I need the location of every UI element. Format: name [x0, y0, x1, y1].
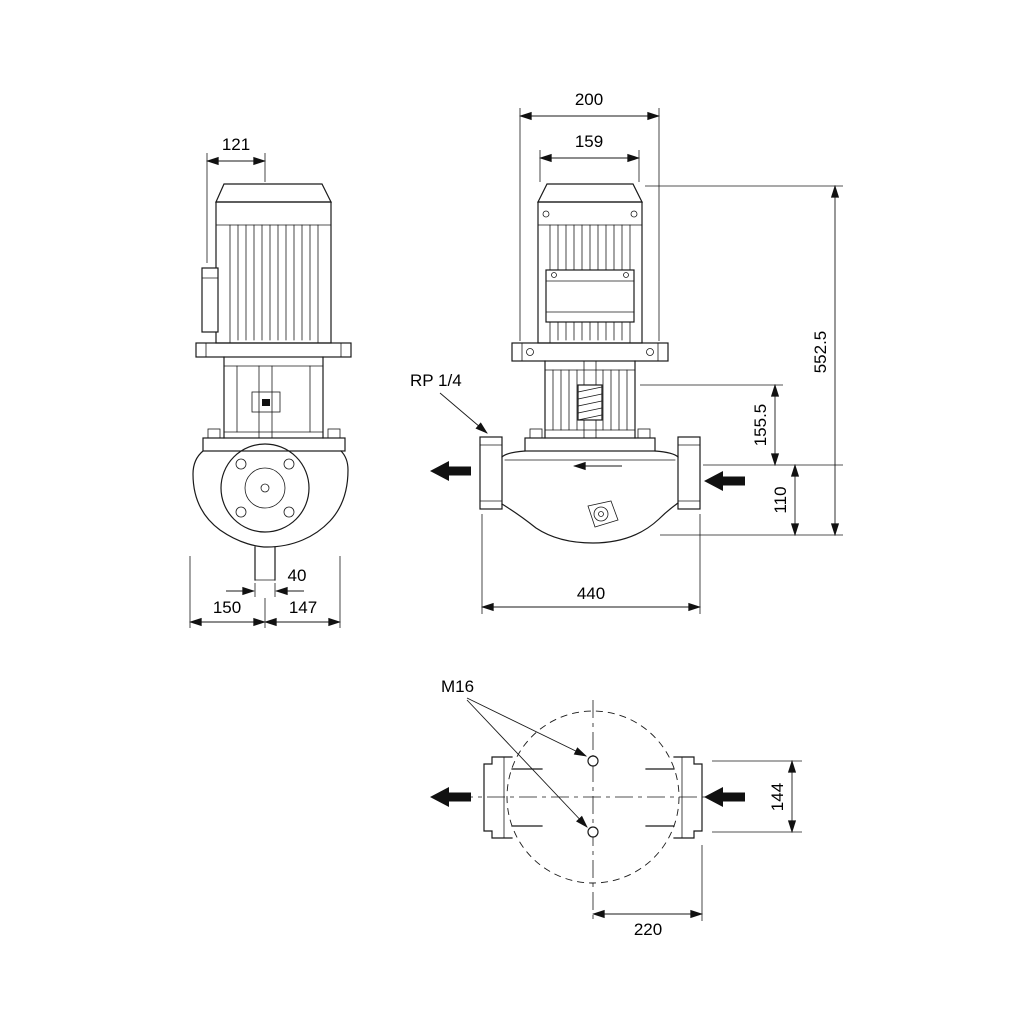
front-view: 200 159 [410, 90, 843, 614]
flow-arrow-right-icon [704, 471, 745, 491]
front-volute [479, 436, 701, 544]
flow-arrow-right-icon [704, 787, 745, 807]
dim-121-label: 121 [222, 135, 250, 154]
left-port-flange [479, 436, 503, 510]
dim-144-label: 144 [768, 783, 787, 811]
drain-plug [587, 500, 619, 528]
coupling [577, 384, 603, 421]
side-motor-flange [195, 342, 352, 358]
plan-dim-144: 144 [712, 759, 802, 834]
front-pump-plate [524, 428, 656, 452]
front-lantern [544, 360, 636, 439]
side-lantern [223, 356, 324, 439]
volute-outline-dashed [506, 710, 680, 884]
side-dim-121: 121 [205, 135, 267, 263]
dim-147-label: 147 [289, 598, 317, 617]
plan-view: M16 144 220 [430, 677, 802, 939]
side-view: 121 [188, 135, 352, 628]
dim-159-label: 159 [575, 132, 603, 151]
side-pump-plate [202, 428, 346, 452]
m16-hole-top [587, 755, 599, 767]
front-dim-200: 200 [518, 90, 661, 341]
m16-hole-bottom [587, 826, 599, 838]
right-port-flange [677, 436, 701, 510]
front-height-dims: 155.5 110 552.5 [640, 184, 843, 537]
front-motor [537, 183, 643, 344]
flange-face-circle [220, 443, 310, 533]
dim-200-label: 200 [575, 90, 603, 109]
rp-label: RP 1/4 [410, 371, 462, 390]
side-dim-150-147: 150 147 [188, 556, 342, 628]
flow-arrow-left-icon [430, 461, 471, 481]
dim-150-label: 150 [213, 598, 241, 617]
terminal-box-front [545, 269, 635, 323]
flange-bolt-hole [283, 458, 295, 470]
side-motor [201, 183, 332, 344]
plan-right-flange [645, 756, 703, 839]
plan-dim-220: 220 [591, 845, 704, 939]
front-dim-159: 159 [538, 132, 641, 182]
side-volute [192, 443, 349, 581]
front-dim-440: 440 [480, 514, 702, 614]
dim-440-label: 440 [577, 584, 605, 603]
m16-label: M16 [441, 677, 474, 696]
m16-callout: M16 [441, 677, 588, 828]
dim-40-label: 40 [288, 566, 307, 585]
flange-bolt-hole [283, 506, 295, 518]
side-dim-40: 40 [226, 566, 306, 597]
rp-callout: RP 1/4 [410, 371, 488, 434]
front-motor-flange [511, 342, 669, 362]
flow-arrow-left-icon [430, 787, 471, 807]
flange-bolt-hole [235, 506, 247, 518]
dim-552-5-label: 552.5 [811, 331, 830, 374]
dim-110-label: 110 [771, 486, 790, 513]
terminal-box-side [201, 267, 219, 333]
flange-bolt-hole [235, 458, 247, 470]
plan-left-flange [483, 756, 543, 839]
dim-155-5-label: 155.5 [751, 404, 770, 447]
dim-220-label: 220 [634, 920, 662, 939]
